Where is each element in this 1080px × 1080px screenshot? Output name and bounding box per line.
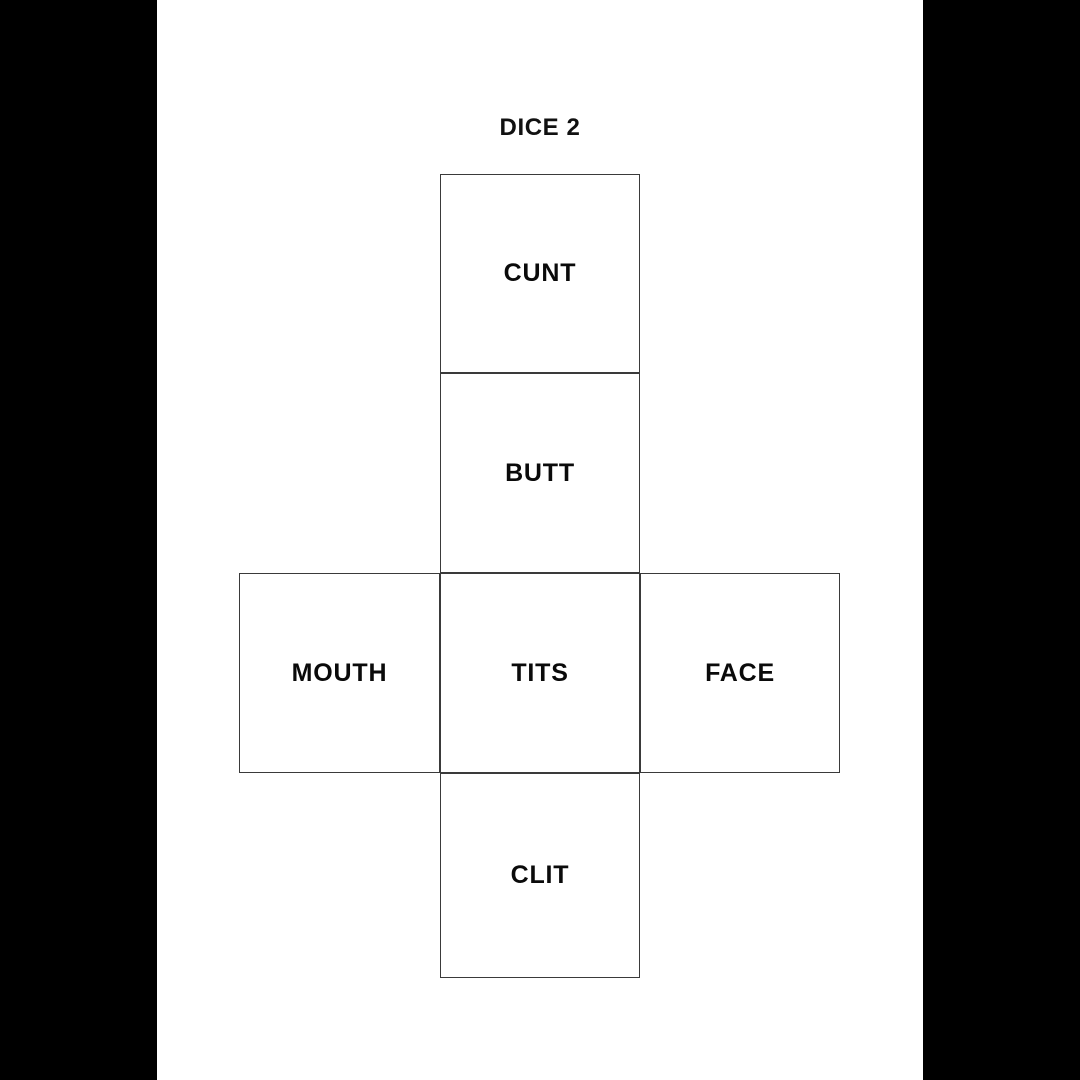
dice-face-label: BUTT xyxy=(505,458,575,487)
letterbox-bar-left xyxy=(0,0,157,1080)
dice-face-label: CUNT xyxy=(503,259,577,287)
dice-face-upper: BUTT xyxy=(440,373,640,573)
dice-face-label: TITS xyxy=(511,658,569,687)
dice-net-diagram: CUNT BUTT MOUTH TITS FACE CLIT xyxy=(239,174,840,978)
dice-face-label: CLIT xyxy=(510,861,570,889)
dice-face-center: TITS xyxy=(440,573,640,773)
letterbox-bar-right xyxy=(923,0,1080,1080)
dice-face-label: FACE xyxy=(705,658,775,687)
page-canvas: DICE 2 CUNT BUTT MOUTH TITS FACE CLIT xyxy=(157,0,923,1080)
dice-face-left: MOUTH xyxy=(239,573,440,773)
dice-face-bottom: CLIT xyxy=(440,773,640,978)
dice-face-top: CUNT xyxy=(440,174,640,373)
dice-face-right: FACE xyxy=(640,573,840,773)
page-title: DICE 2 xyxy=(499,114,581,141)
dice-face-label: MOUTH xyxy=(291,658,388,687)
